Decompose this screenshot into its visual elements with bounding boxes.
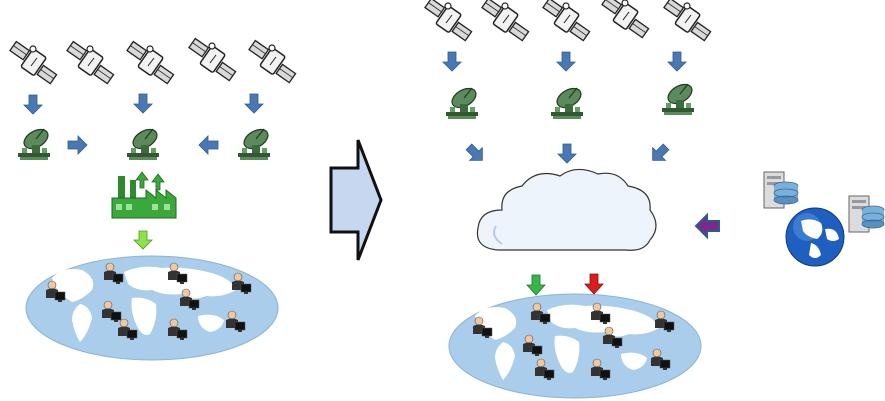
arrow-diagonal-icon [645, 140, 673, 168]
satellite-icon [663, 0, 712, 42]
arrow-down-icon [244, 93, 264, 114]
ground-station-icon [237, 124, 272, 161]
arrow-left-icon [198, 135, 219, 155]
satellite-icon [66, 40, 115, 85]
arrow-right-icon [67, 135, 88, 155]
factory-icon [111, 171, 177, 219]
satellite-icon [481, 0, 530, 42]
transition-arrow-icon [329, 139, 383, 261]
arrow-down-green-icon [526, 274, 546, 296]
ground-station-icon [661, 79, 696, 116]
arrow-down-red-icon [584, 273, 604, 295]
database-server-icon [763, 171, 799, 209]
arrow-down-green-icon [133, 230, 153, 250]
satellite-icon [126, 40, 175, 85]
ground-station-icon [17, 124, 52, 161]
arrow-left-purple-icon [694, 212, 720, 240]
satellite-icon [188, 37, 237, 82]
arrow-down-icon [557, 143, 577, 164]
left-panel [9, 37, 297, 361]
ground-station-icon [126, 124, 161, 161]
globe-icon [785, 207, 845, 267]
database-server-icon [848, 195, 885, 233]
right-panel [424, 0, 885, 399]
arrow-down-icon [667, 51, 687, 72]
arrow-down-icon [442, 51, 462, 72]
world-map-icon [448, 293, 702, 399]
arrow-down-icon [133, 93, 153, 114]
cloud-icon [476, 168, 657, 251]
ground-station-icon [445, 83, 480, 120]
arrow-diagonal-icon [462, 140, 490, 168]
satellite-icon [542, 0, 591, 42]
satellite-icon [248, 39, 297, 84]
arrow-down-icon [23, 94, 43, 115]
satellite-icon [601, 0, 650, 39]
satellite-icon [424, 0, 473, 42]
satellite-icon [9, 40, 58, 85]
ground-station-icon [550, 83, 585, 120]
arrow-down-icon [556, 51, 576, 72]
world-map-icon [25, 255, 279, 361]
